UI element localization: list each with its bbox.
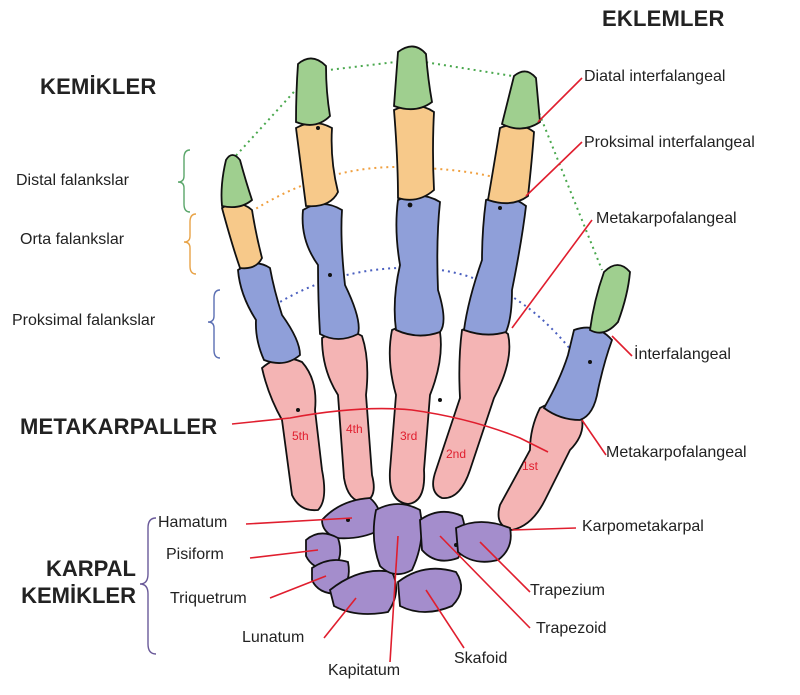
heading-carpal-bones: KARPAL KEMİKLER [20, 555, 136, 609]
bracket-carpal [140, 518, 156, 654]
mc-number-4: 4th [346, 422, 363, 436]
mc-number-2: 2nd [446, 447, 466, 461]
label-carpometacarpal: Karpometakarpal [582, 518, 704, 536]
label-pisiform: Pisiform [166, 546, 224, 564]
metacarpals [262, 324, 582, 530]
label-triquetrum: Triquetrum [170, 590, 247, 608]
label-lunatum: Lunatum [242, 629, 304, 647]
label-middle-phalanges: Orta falankslar [20, 231, 124, 249]
leader-distal-ip [538, 78, 582, 122]
label-trapezium: Trapezium [530, 582, 605, 600]
carpals [306, 498, 511, 614]
mc-number-3: 3rd [400, 429, 417, 443]
proximal-ip-arc [246, 167, 520, 215]
metacarpal-1 [499, 403, 583, 530]
label-thumb-interphalangeal: İnterfalangeal [634, 346, 731, 364]
distal-phalanx-4 [296, 58, 330, 124]
carpal-skafoid [398, 569, 461, 612]
label-proximal-interphalangeal: Proksimal interfalangeal [584, 134, 755, 152]
distal-phalanx-3 [394, 46, 432, 109]
heading-carpal-line2: KEMİKLER [20, 582, 136, 609]
middle-phalanx-3 [394, 105, 434, 199]
proximal-phalanx-3 [395, 195, 444, 335]
leader-thumb-ip [612, 336, 632, 356]
metacarpal-2 [433, 325, 509, 498]
label-proximal-phalanges: Proksimal falankslar [12, 312, 155, 330]
label-thumb-metacarpophalangeal: Metakarpofalangeal [606, 444, 747, 462]
label-skafoid: Skafoid [454, 650, 507, 668]
label-distal-phalanges: Distal falankslar [16, 172, 129, 190]
proximal-phalanx-2 [464, 197, 526, 334]
heading-metacarpals: METAKARPALLER [20, 414, 217, 440]
mc-number-5: 5th [292, 429, 309, 443]
label-metacarpophalangeal-fingers: Metakarpofalangeal [596, 210, 737, 228]
proximal-phalanx-4 [303, 204, 359, 339]
heading-carpal-line1: KARPAL [20, 555, 136, 582]
proximal-phalanx-5 [238, 263, 300, 363]
mc-number-1: 1st [522, 459, 539, 473]
distal-phalanx-1 [590, 265, 630, 333]
heading-bones: KEMİKLER [40, 74, 157, 100]
middle-phalanx-4 [296, 123, 338, 206]
leader-mcp [512, 220, 592, 328]
middle-phalanx-2 [488, 125, 534, 203]
leader-proximal-ip [526, 142, 582, 196]
bracket-distal [178, 150, 190, 212]
label-distal-interphalangeal: Diatal interfalangeal [584, 68, 725, 86]
carpal-trapezium [456, 522, 511, 562]
bracket-middle [184, 214, 196, 274]
middle-phalanx-5 [222, 203, 262, 268]
label-hamatum: Hamatum [158, 514, 227, 532]
label-kapitatum: Kapitatum [328, 662, 400, 680]
brackets [140, 150, 220, 654]
proximal-phalanx-1 [544, 328, 612, 420]
heading-joints: EKLEMLER [602, 6, 725, 32]
leader-thumb-mcp [582, 420, 606, 455]
bracket-proximal [208, 290, 220, 358]
label-trapezoid: Trapezoid [536, 620, 607, 638]
distal-phalanx-2 [502, 71, 540, 128]
distal-phalanx-5 [222, 155, 253, 207]
leader-cmc [512, 528, 576, 530]
metacarpal-4 [322, 330, 374, 502]
